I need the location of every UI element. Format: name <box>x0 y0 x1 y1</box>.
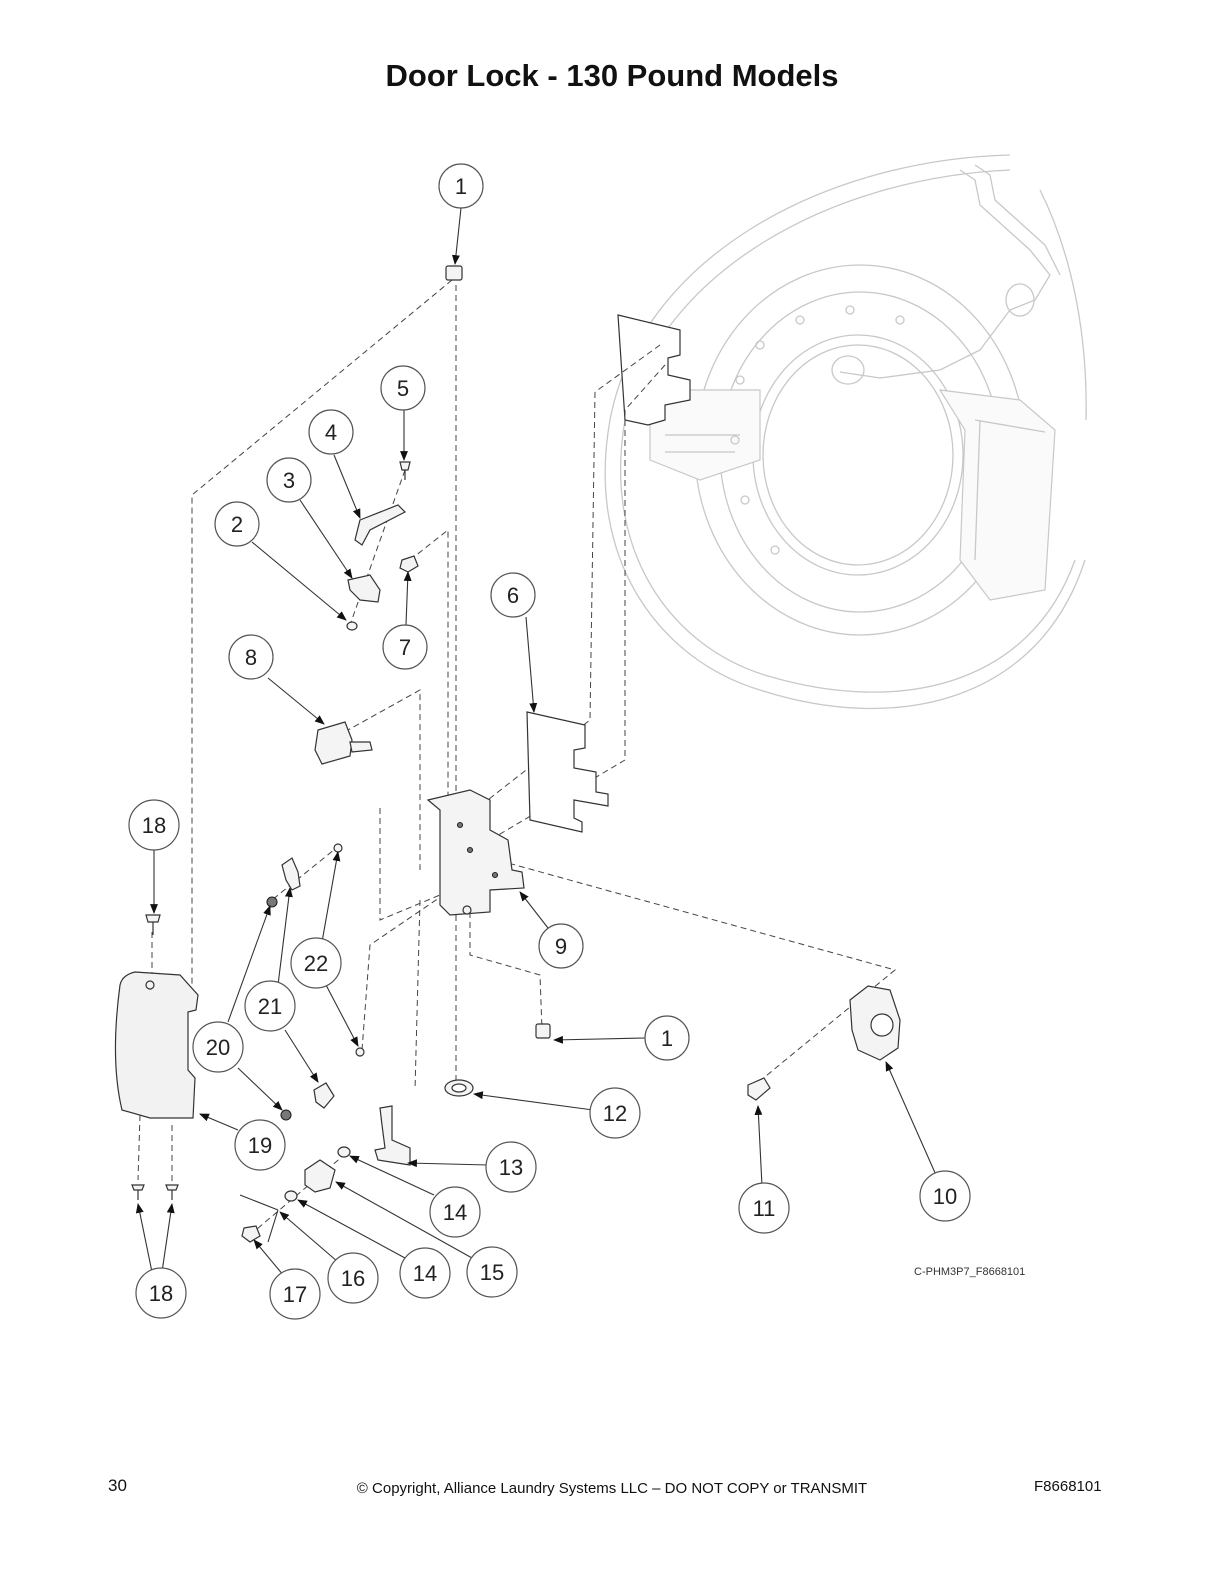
callout-20: 20 <box>192 1021 244 1073</box>
part-18-screw-left <box>131 1184 145 1200</box>
svg-text:1: 1 <box>455 174 467 199</box>
svg-text:7: 7 <box>399 635 411 660</box>
callout-21: 21 <box>244 980 296 1032</box>
svg-text:8: 8 <box>245 645 257 670</box>
part-19-cover <box>114 971 199 1119</box>
svg-text:2: 2 <box>231 512 243 537</box>
callout-9: 9 <box>538 923 584 969</box>
svg-text:16: 16 <box>341 1266 365 1291</box>
svg-text:20: 20 <box>206 1035 230 1060</box>
part-21-switch-lower <box>313 1082 335 1109</box>
part-18-screw-top <box>145 914 161 935</box>
svg-text:12: 12 <box>603 1101 627 1126</box>
svg-text:10: 10 <box>933 1184 957 1209</box>
svg-text:3: 3 <box>283 468 295 493</box>
part-22-nut-lower <box>355 1047 365 1057</box>
callout-4: 4 <box>308 409 354 455</box>
callout-18-upper: 18 <box>128 799 180 851</box>
parts <box>114 265 901 1243</box>
svg-text:9: 9 <box>555 934 567 959</box>
part-11-bolt <box>747 1077 771 1101</box>
part-1-clip-upper <box>445 265 463 281</box>
callout-11: 11 <box>738 1182 790 1234</box>
copyright-notice: © Copyright, Alliance Laundry Systems LL… <box>356 1480 868 1497</box>
svg-text:6: 6 <box>507 583 519 608</box>
part-21-switch-upper <box>281 857 301 891</box>
callout-8: 8 <box>228 634 274 680</box>
callout-7: 7 <box>382 624 428 670</box>
svg-text:18: 18 <box>149 1281 173 1306</box>
callout-5: 5 <box>380 365 426 411</box>
callout-3: 3 <box>266 457 312 503</box>
part-20-bumper-lower <box>280 1109 292 1121</box>
part-17-nut <box>241 1225 261 1243</box>
assembly-lines <box>137 279 897 1236</box>
document-number: F8668101 <box>1034 1478 1102 1495</box>
svg-text:14: 14 <box>413 1261 437 1286</box>
part-16-cable <box>239 1194 279 1243</box>
part-20-bumper-upper <box>266 896 278 908</box>
svg-text:11: 11 <box>753 1196 776 1221</box>
callout-19: 19 <box>234 1119 286 1171</box>
part-14-washer-upper <box>337 1146 351 1158</box>
callout-18-lower: 18 <box>135 1267 187 1319</box>
part-13-bracket <box>374 1105 411 1166</box>
part-8-solenoid <box>314 721 353 765</box>
part-2-washer <box>346 621 358 631</box>
drawing-code: C-PHM3P7_F8668101 <box>914 1266 1026 1278</box>
callout-22: 22 <box>290 937 342 989</box>
svg-text:22: 22 <box>304 951 328 976</box>
part-4-bracket <box>354 504 407 546</box>
svg-text:1: 1 <box>661 1026 673 1051</box>
callout-bubbles: 1 5 4 3 2 6 7 8 <box>128 163 971 1320</box>
page-title: Door Lock - 130 Pound Models <box>385 58 839 93</box>
svg-text:4: 4 <box>325 420 337 445</box>
callout-17: 17 <box>269 1268 321 1320</box>
leader-lines <box>135 207 937 1277</box>
part-6-plate <box>526 711 609 833</box>
svg-text:14: 14 <box>443 1200 467 1225</box>
svg-text:15: 15 <box>480 1260 504 1285</box>
part-7-nut <box>399 555 419 573</box>
part-9-main-bracket <box>426 789 525 916</box>
part-22-nut-upper <box>333 843 343 853</box>
part-14-washer-lower <box>284 1190 298 1202</box>
svg-text:5: 5 <box>397 376 409 401</box>
part-18-screw-right <box>165 1184 179 1200</box>
part-5-screw <box>399 461 411 480</box>
callout-6: 6 <box>490 572 536 618</box>
callout-1-upper: 1 <box>438 163 484 209</box>
callout-2: 2 <box>214 501 260 547</box>
callout-13: 13 <box>485 1141 537 1193</box>
page-number: 30 <box>108 1476 127 1495</box>
svg-text:21: 21 <box>258 994 282 1019</box>
callout-16: 16 <box>327 1252 379 1304</box>
svg-text:19: 19 <box>248 1133 272 1158</box>
callout-1-lower: 1 <box>644 1015 690 1061</box>
part-1-clip-lower <box>535 1023 551 1039</box>
part-15-bracket <box>304 1159 336 1193</box>
callout-10: 10 <box>919 1170 971 1222</box>
machine-door-ghost <box>604 154 1087 710</box>
callout-14-upper: 14 <box>429 1186 481 1238</box>
part-3-bracket <box>347 574 381 603</box>
svg-text:17: 17 <box>283 1282 307 1307</box>
svg-text:18: 18 <box>142 813 166 838</box>
callout-15: 15 <box>466 1246 518 1298</box>
svg-text:13: 13 <box>499 1155 523 1180</box>
callout-12: 12 <box>589 1087 641 1139</box>
callout-14-lower: 14 <box>399 1247 451 1299</box>
